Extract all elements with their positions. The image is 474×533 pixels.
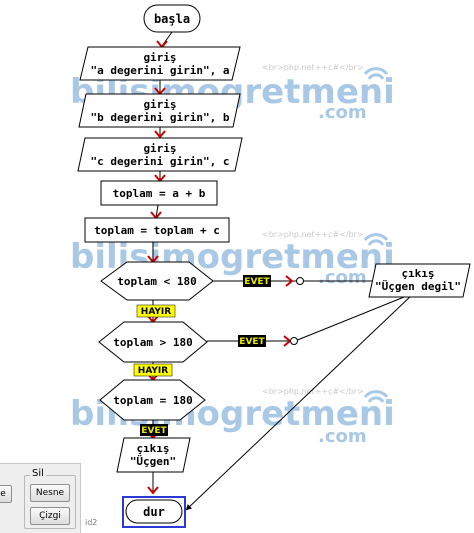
watermark-slogan: <br>php.net++c#</br> xyxy=(262,63,364,72)
input-a-text: "a degerini girin", a xyxy=(90,64,229,77)
delete-object-button[interactable]: Nesne xyxy=(30,484,70,502)
delete-group xyxy=(24,475,76,529)
output-not-text: "Üçgen degil" xyxy=(375,279,461,293)
tag-no-1-label: HAYIR xyxy=(141,307,172,317)
process-sum-c-label: toplam = toplam + c xyxy=(94,224,220,237)
process-sum-ab[interactable]: toplam = a + b xyxy=(100,180,218,206)
end-label: dur xyxy=(143,505,165,519)
start-node[interactable]: başla xyxy=(143,4,201,33)
element-id-label: id2 xyxy=(85,518,98,527)
output-not-triangle[interactable]: çıkış "Üçgen degil" xyxy=(368,263,471,298)
input-c-text: "c degerini girin", c xyxy=(90,155,229,168)
arrow-down-icon xyxy=(147,486,159,495)
output-keyword: çıkış xyxy=(136,442,169,455)
wifi-icon xyxy=(363,233,389,246)
watermark-slogan: <br>php.net++c#</br> xyxy=(262,387,364,396)
input-a-keyword: giriş xyxy=(143,51,176,64)
process-sum-ab-label: toplam = a + b xyxy=(113,187,206,200)
watermark-slogan: <br>php.net++c#</br> xyxy=(262,230,364,239)
decision-equal-label: toplam = 180 xyxy=(113,394,192,407)
input-b-keyword: giriş xyxy=(143,98,176,111)
connector-node xyxy=(290,337,298,345)
tag-yes-1: EVET xyxy=(243,275,271,287)
arrow-right-icon xyxy=(285,275,294,287)
tag-yes-2-label: EVET xyxy=(239,337,265,347)
arrow-down-icon xyxy=(154,130,166,139)
decision-less-than-label: toplam < 180 xyxy=(117,275,196,288)
arrow-down-icon xyxy=(156,40,168,49)
tag-no-2-label: HAYIR xyxy=(138,366,169,376)
watermark-domain: .com xyxy=(318,102,367,123)
decision-equal[interactable]: toplam = 180 xyxy=(99,379,206,421)
left-tool-button[interactable]: e xyxy=(0,485,12,503)
input-c-node[interactable]: giriş "c degerini girin", c xyxy=(77,137,243,172)
tag-yes-3: EVET xyxy=(140,424,168,436)
output-triangle[interactable]: çıkış "Üçgen" xyxy=(116,437,191,473)
tag-yes-2: EVET xyxy=(238,335,266,347)
delete-group-label: Sil xyxy=(30,468,46,479)
output-text: "Üçgen" xyxy=(130,454,176,468)
tag-yes-1-label: EVET xyxy=(244,277,270,287)
connector-line xyxy=(155,204,159,219)
connector-line xyxy=(294,292,415,342)
input-b-node[interactable]: giriş "b degerini girin", b xyxy=(78,93,241,128)
tag-no-2: HAYIR xyxy=(133,363,173,377)
start-label: başla xyxy=(154,12,190,26)
end-node[interactable]: dur xyxy=(122,496,186,528)
output-not-keyword: çıkış xyxy=(401,267,434,280)
input-c-keyword: giriş xyxy=(143,142,176,155)
input-b-text: "b degerini girin", b xyxy=(90,111,229,124)
wifi-icon xyxy=(363,390,389,403)
wifi-icon xyxy=(363,67,389,80)
connector-arrow xyxy=(185,292,415,511)
process-sum-c[interactable]: toplam = toplam + c xyxy=(84,217,230,243)
decision-less-than[interactable]: toplam < 180 xyxy=(100,261,214,301)
delete-line-button[interactable]: Çizgi xyxy=(30,507,70,525)
tag-yes-3-label: EVET xyxy=(141,426,167,436)
selection-box xyxy=(122,496,186,528)
watermark-domain: .com xyxy=(318,426,367,447)
watermark-domain: .com xyxy=(318,267,367,288)
input-a-node[interactable]: giriş "a degerini girin", a xyxy=(79,46,241,81)
decision-greater-than[interactable]: toplam > 180 xyxy=(98,321,208,363)
decision-greater-than-label: toplam > 180 xyxy=(113,336,192,349)
tag-no-1: HAYIR xyxy=(136,304,176,318)
connector-node xyxy=(296,277,304,285)
